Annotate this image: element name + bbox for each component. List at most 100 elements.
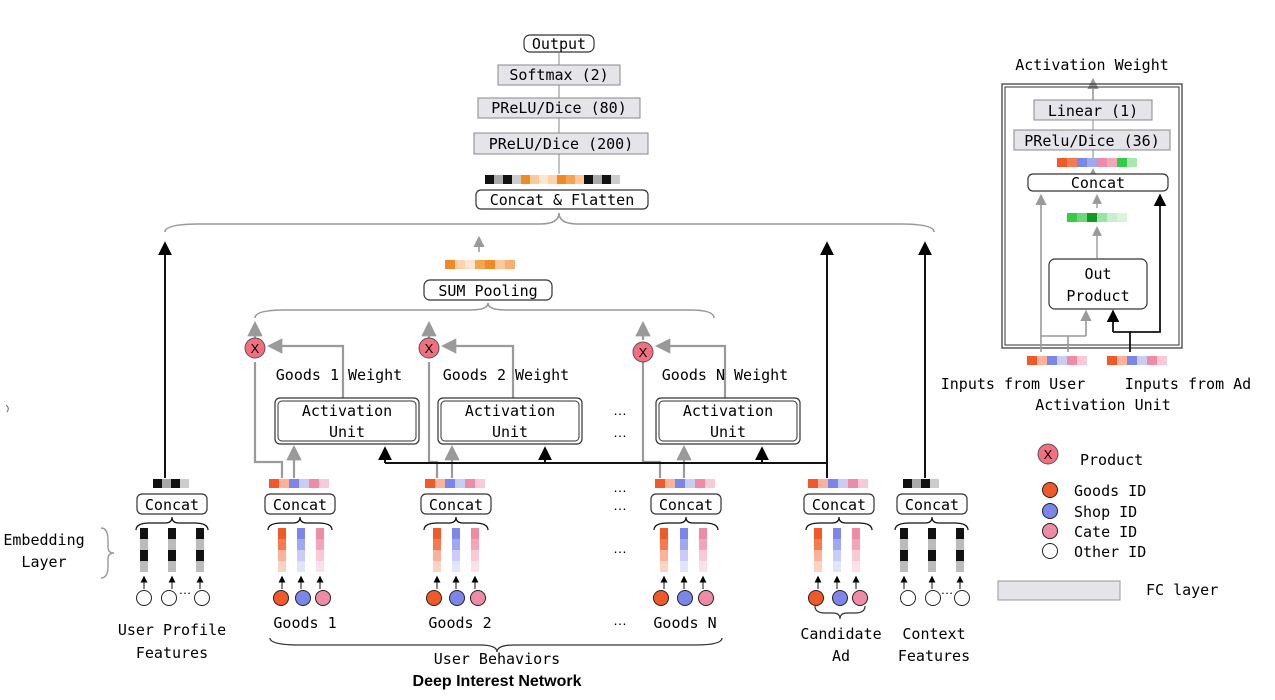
input-id-node bbox=[677, 590, 693, 606]
detail-strip-cell bbox=[1057, 158, 1067, 167]
embedding-cell bbox=[814, 528, 822, 539]
green-strip-cell bbox=[1067, 213, 1077, 222]
detail-strip-cell bbox=[1087, 158, 1097, 167]
embedding-cell bbox=[852, 550, 860, 561]
embedding-cell bbox=[168, 550, 176, 561]
legend-other-label: Other ID bbox=[1074, 543, 1146, 561]
embedding-cell bbox=[699, 539, 707, 550]
embedding-layer-line2: Layer bbox=[21, 553, 66, 571]
goods-2-weight-label: Goods 2 Weight bbox=[443, 366, 569, 384]
out-product-strip bbox=[1067, 213, 1127, 222]
activation-unit-1-line2: Unit bbox=[329, 423, 365, 441]
concat-strip-cell bbox=[455, 479, 465, 488]
embedding-cell bbox=[168, 528, 176, 539]
flat-strip-cell bbox=[557, 175, 566, 184]
input-strip-cell bbox=[1107, 356, 1117, 365]
candidate-ad-brace bbox=[814, 605, 866, 620]
detail-concat-label: Concat bbox=[1071, 174, 1125, 192]
green-strip-cell bbox=[1077, 213, 1087, 222]
embedding-cell bbox=[471, 528, 479, 539]
fc-80-label: PReLU/Dice (80) bbox=[491, 99, 626, 117]
context-line2: Features bbox=[898, 647, 970, 665]
concat-strip-cell bbox=[309, 479, 319, 488]
out-product-node bbox=[1048, 258, 1148, 310]
product-symbol: X bbox=[639, 345, 648, 360]
green-strip-cell bbox=[1087, 213, 1097, 222]
concat-strip-cell bbox=[858, 479, 868, 488]
embedding-cell bbox=[699, 550, 707, 561]
concat-label-ad: Concat bbox=[812, 496, 866, 514]
input-id-nodes: …… bbox=[136, 575, 970, 606]
product-node-2 bbox=[418, 337, 440, 359]
diagram-title: Deep Interest Network bbox=[413, 673, 582, 690]
embedding-cell bbox=[140, 561, 148, 572]
detail-concat-node bbox=[1027, 173, 1169, 192]
sum-pooling-node bbox=[423, 279, 553, 301]
concat-strip-cell bbox=[445, 479, 455, 488]
concat-strip-cell bbox=[289, 479, 299, 488]
embedding-cell bbox=[660, 539, 668, 550]
ellipsis: … bbox=[613, 612, 627, 628]
embedding-cell bbox=[433, 561, 441, 572]
embedding-columns bbox=[140, 528, 964, 572]
embedding-cell bbox=[316, 550, 324, 561]
input-strip-cell bbox=[1127, 356, 1137, 365]
activation-unit-1-line1: Activation bbox=[302, 402, 392, 420]
concat-strip-cell bbox=[435, 479, 445, 488]
goods-n-weight-label: Goods N Weight bbox=[662, 366, 788, 384]
concat-strip-cell bbox=[655, 479, 665, 488]
detail-strip-cell bbox=[1067, 158, 1077, 167]
concat-strip-cell bbox=[299, 479, 309, 488]
embedding-cell bbox=[852, 528, 860, 539]
concat-strip-cell bbox=[930, 479, 939, 488]
linear-label: Linear (1) bbox=[1048, 102, 1138, 120]
concat-strip-cell bbox=[180, 479, 189, 488]
goods-n-label: Goods N bbox=[653, 614, 716, 632]
concat-strip-cell bbox=[171, 479, 180, 488]
out-product-line1: Out bbox=[1084, 265, 1111, 283]
embedding-cell bbox=[900, 550, 908, 561]
product-nodes: X X X bbox=[244, 337, 654, 363]
concat-label-goods2: Concat bbox=[429, 496, 483, 514]
detail-strip-cell bbox=[1127, 158, 1137, 167]
embedding-cell bbox=[140, 528, 148, 539]
input-id-node bbox=[852, 590, 868, 606]
activation-units: Activation Unit Activation Unit Activati… bbox=[274, 397, 801, 445]
embedding-cell bbox=[852, 561, 860, 572]
embedding-cell bbox=[471, 550, 479, 561]
legend-product-label: Product bbox=[1080, 451, 1143, 469]
detail-concat-strip bbox=[1057, 158, 1137, 167]
embedding-cell bbox=[140, 550, 148, 561]
flat-strip-cell bbox=[593, 175, 602, 184]
candidate-ad-line2: Ad bbox=[832, 647, 850, 665]
product-node-1 bbox=[244, 337, 266, 359]
feature-braces bbox=[135, 516, 969, 531]
embedding-cell bbox=[928, 528, 936, 539]
detail-strip-cell bbox=[1077, 158, 1087, 167]
ellipsis: … bbox=[613, 497, 627, 513]
concat-strip-cell bbox=[921, 479, 930, 488]
embedding-cell bbox=[316, 539, 324, 550]
embedding-cell bbox=[433, 550, 441, 561]
input-id-node bbox=[470, 590, 486, 606]
concat-label-goods1: Concat bbox=[273, 496, 327, 514]
embedding-cell bbox=[660, 550, 668, 561]
concat-brace bbox=[164, 212, 935, 233]
concat-strip-cell bbox=[153, 479, 162, 488]
green-strip-cell bbox=[1107, 213, 1117, 222]
detail-input-strips bbox=[1027, 356, 1167, 365]
concat-strip-cell bbox=[818, 479, 828, 488]
concat-strip-cell bbox=[695, 479, 705, 488]
embedding-cell bbox=[814, 561, 822, 572]
input-id-node bbox=[426, 590, 442, 606]
legend: X Product Goods ID Shop ID Cate ID Other… bbox=[997, 443, 1218, 601]
ellipsis: … bbox=[613, 424, 627, 440]
ellipsis: … bbox=[613, 402, 627, 418]
concat-flatten-label: Concat & Flatten bbox=[490, 191, 635, 209]
context-line1: Context bbox=[902, 625, 965, 643]
input-strip-cell bbox=[1067, 356, 1077, 365]
inputs-ad-label: Inputs from Ad bbox=[1125, 375, 1251, 393]
embedding-cell bbox=[660, 561, 668, 572]
user-behaviors-label: User Behaviors bbox=[434, 650, 560, 668]
embedding-cell bbox=[928, 561, 936, 572]
